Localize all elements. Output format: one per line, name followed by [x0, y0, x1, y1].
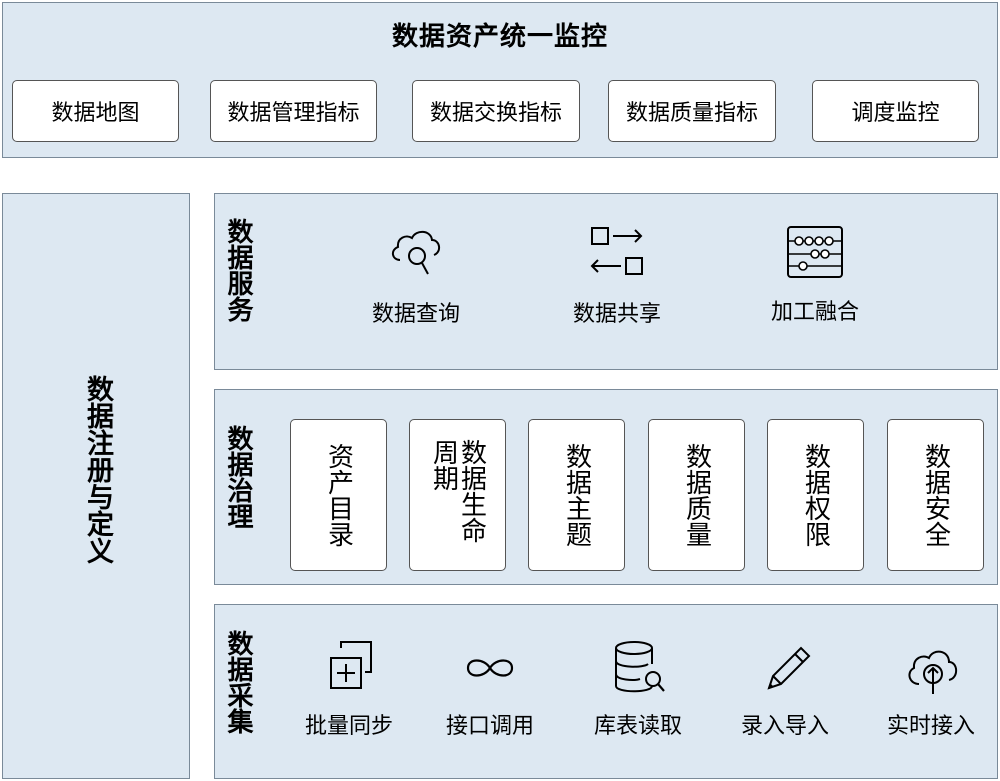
- collection-item-manual-import-label: 录入导入: [740, 714, 829, 739]
- service-panel: [214, 193, 998, 370]
- collection-item-realtime-access[interactable]: 实时接入: [868, 638, 994, 740]
- left-panel-label: 数据注册与定义: [82, 375, 113, 564]
- gov-item-lifecycle-label: 数据生命周期: [428, 439, 487, 543]
- gov-item-asset-catalog-label: 资产目录: [323, 443, 354, 547]
- infinity-icon: [460, 638, 520, 698]
- exchange-arrows-icon: [585, 222, 649, 282]
- service-item-fusion-label: 加工融合: [770, 300, 859, 325]
- top-item-mgmt-metrics[interactable]: 数据管理指标: [210, 80, 377, 142]
- top-item-schedule-monitor[interactable]: 调度监控: [812, 80, 979, 142]
- collection-item-realtime-access-label: 实时接入: [886, 714, 975, 739]
- gov-item-permission[interactable]: 数据权限: [767, 419, 864, 571]
- governance-panel-label: 数据治理: [223, 425, 253, 529]
- collection-item-batch-sync-label: 批量同步: [304, 714, 393, 739]
- abacus-icon: [785, 224, 845, 280]
- service-item-query[interactable]: 数据查询: [355, 222, 477, 328]
- service-panel-label: 数据服务: [223, 218, 253, 322]
- top-item-quality-metrics[interactable]: 数据质量指标: [608, 80, 776, 142]
- collection-item-manual-import[interactable]: 录入导入: [722, 638, 848, 740]
- left-registry-panel: [2, 193, 190, 779]
- service-item-fusion[interactable]: 加工融合: [754, 224, 876, 326]
- service-item-share-label: 数据共享: [572, 302, 661, 327]
- gov-item-quality-label: 数据质量: [681, 443, 712, 547]
- top-item-exchange-metrics[interactable]: 数据交换指标: [412, 80, 580, 142]
- service-item-share[interactable]: 数据共享: [556, 222, 678, 328]
- batch-add-icon: [319, 638, 379, 698]
- collection-item-api-call-label: 接口调用: [445, 714, 534, 739]
- collection-panel-label: 数据采集: [223, 630, 253, 734]
- gov-item-quality[interactable]: 数据质量: [648, 419, 745, 571]
- gov-item-asset-catalog[interactable]: 资产目录: [290, 419, 387, 571]
- collection-item-batch-sync[interactable]: 批量同步: [286, 638, 412, 740]
- collection-panel: [214, 604, 998, 779]
- gov-item-subject-label: 数据主题: [561, 443, 592, 547]
- gov-item-security[interactable]: 数据安全: [887, 419, 984, 571]
- cloud-upload-icon: [901, 638, 961, 698]
- collection-item-api-call[interactable]: 接口调用: [427, 638, 553, 740]
- gov-item-permission-label: 数据权限: [800, 443, 831, 547]
- top-panel-title: 数据资产统一监控: [391, 22, 608, 52]
- collection-item-table-read[interactable]: 库表读取: [575, 638, 701, 740]
- collection-item-table-read-label: 库表读取: [593, 714, 682, 739]
- gov-item-security-label: 数据安全: [920, 443, 951, 547]
- service-item-query-label: 数据查询: [371, 302, 460, 327]
- cloud-search-icon: [386, 222, 446, 280]
- gov-item-lifecycle[interactable]: 数据生命周期: [409, 419, 506, 571]
- gov-item-subject[interactable]: 数据主题: [528, 419, 625, 571]
- database-search-icon: [608, 638, 668, 698]
- top-item-data-map[interactable]: 数据地图: [12, 80, 179, 142]
- pencil-icon: [755, 638, 815, 698]
